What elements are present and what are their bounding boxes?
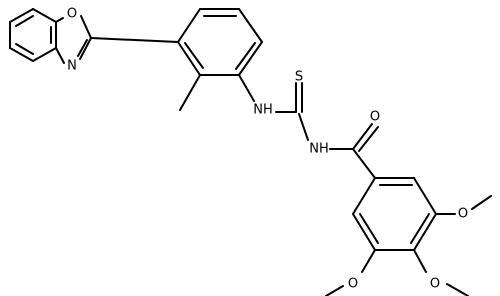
nh-label: NH [253,103,273,118]
sulfur-label: S [295,70,303,85]
central-phenyl-ring [177,8,263,76]
thiourea-linker [238,74,309,141]
methoxy-oxygen-label: O [348,277,358,292]
benzoxazole-benzene-ring [9,8,57,62]
oxygen-label: O [67,7,77,22]
methoxy-oxygen-label: O [458,207,468,222]
nh-label: NH [309,142,329,157]
nitrogen-label: N [67,59,77,74]
methyl-bond [179,74,201,111]
amide-carbonyl [329,123,379,179]
methoxy-groups [325,195,492,296]
carbonyl-oxygen-label: O [370,110,380,125]
atom-labels: O N S NH NH O O O O [67,7,468,292]
methoxy-oxygen-label: O [430,277,440,292]
oxazole-ring [55,15,92,64]
trimethoxyphenyl-ring [352,177,437,251]
benzoxazole-phenyl-bond [90,37,179,43]
